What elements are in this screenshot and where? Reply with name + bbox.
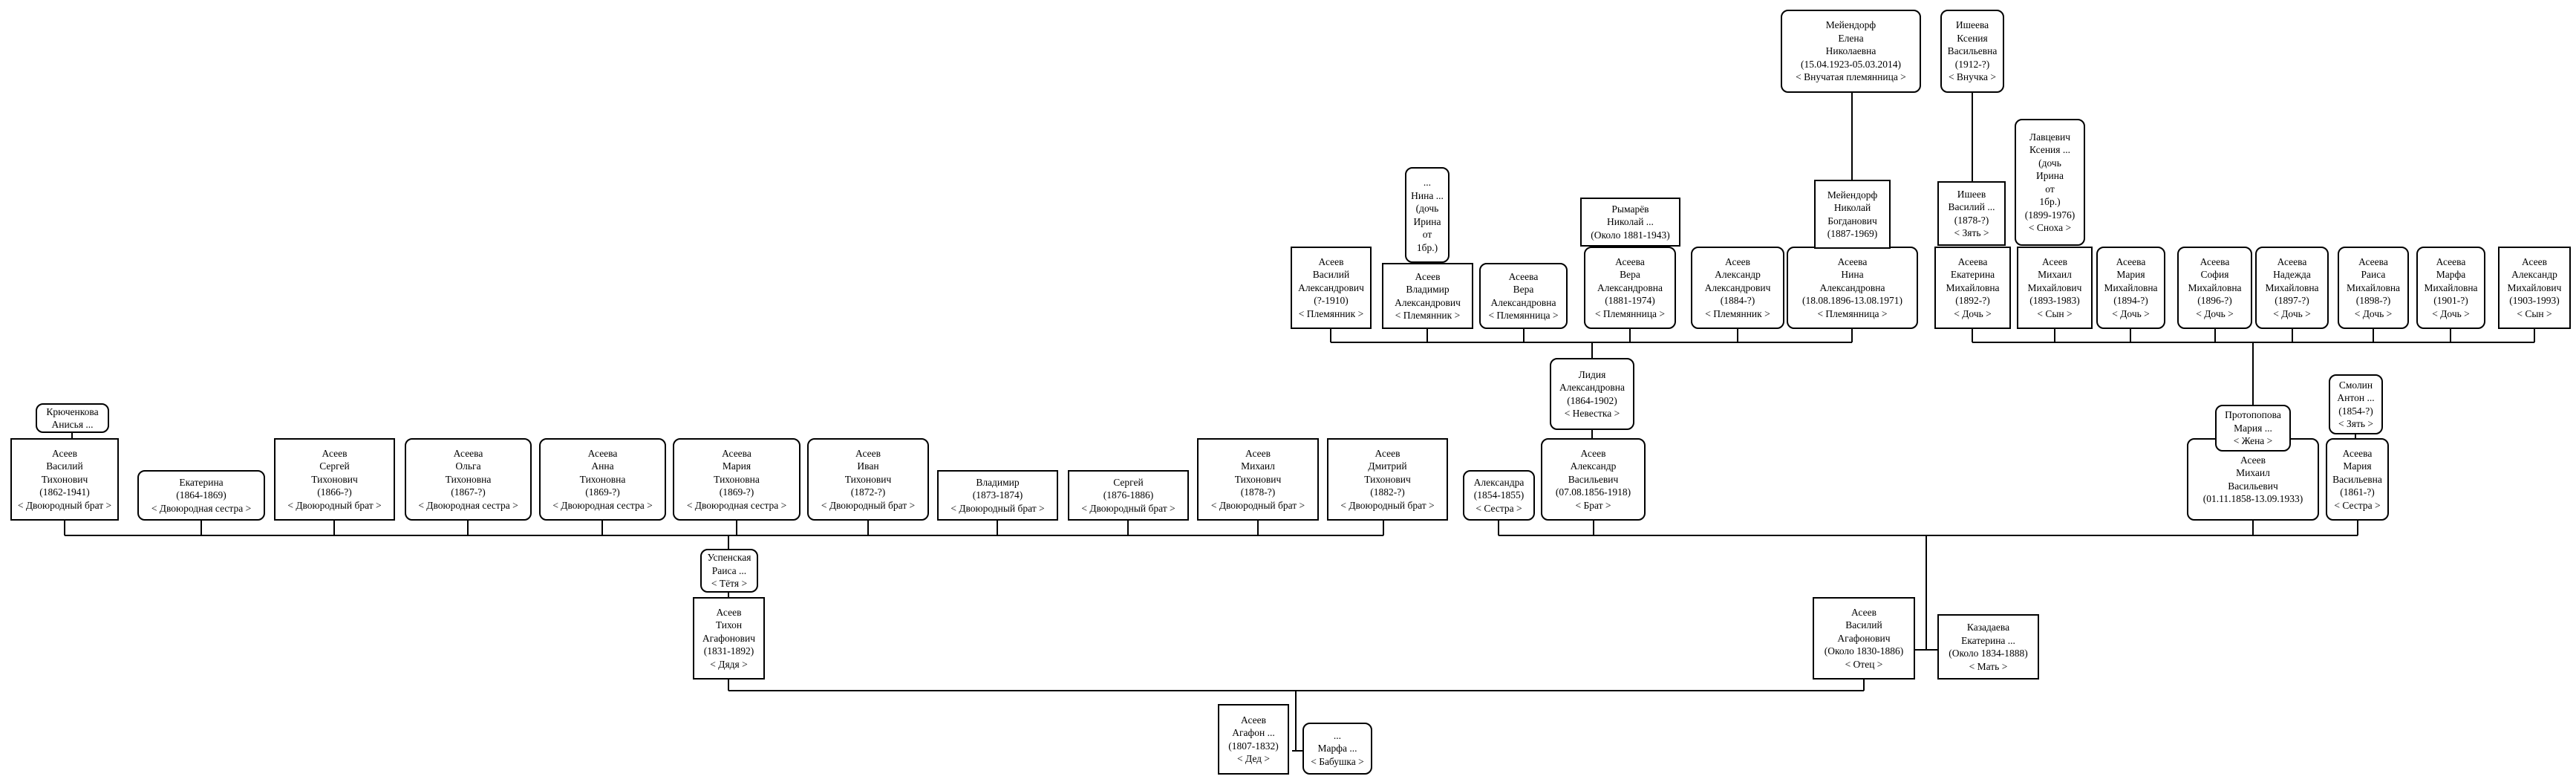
person-card-text: Сергей (1876-1886) < Двоюродный брат >	[1081, 476, 1175, 514]
person-card-protopopova[interactable]: Протопопова Мария ... < Жена >	[2215, 405, 2291, 452]
person-card-text: Асеева Марфа Михайловна (1901-?) < Дочь …	[2424, 255, 2478, 319]
person-card-lidia[interactable]: Лидия Александровна (1864-1902) < Невест…	[1550, 358, 1634, 430]
person-card-text: Смолин Антон ... (1854-?) < Зять >	[2337, 379, 2375, 430]
person-card-text: Владимир (1873-1874) < Двоюродный брат >	[950, 476, 1045, 514]
person-card-raisa-u[interactable]: Успенская Раиса ... < Тётя >	[700, 549, 758, 593]
person-card-ekaterina-m[interactable]: Асеева Екатерина Михайловна (1892-?) < Д…	[1934, 247, 2011, 329]
person-card-text: Асеев Александр Михайлович (1903-1993) <…	[2507, 255, 2562, 319]
person-card-rymarev[interactable]: Рымарёв Николай ... (Около 1881-1943)	[1580, 198, 1680, 247]
person-card-text: Асеева Ольга Тихоновна (1867-?) < Двоюро…	[418, 447, 518, 511]
person-card-aleksandra-v[interactable]: Александра (1854-1855) < Сестра >	[1463, 470, 1535, 521]
person-card-isheev[interactable]: Ишеев Василий ... (1878-?) < Зять >	[1937, 181, 2006, 246]
person-card-text: Асеева София Михайловна (1896-?) < Дочь …	[2188, 255, 2242, 319]
person-card-vasily-t[interactable]: Асеев Василий Тихонович (1862-1941) < Дв…	[10, 438, 119, 521]
person-card-mikhail-t[interactable]: Асеев Михаил Тихонович (1878-?) < Двоюро…	[1197, 438, 1319, 521]
person-card-text: ... Марфа ... < Бабушка >	[1311, 729, 1364, 767]
person-card-maria-t[interactable]: Асеева Мария Тихоновна (1869-?) < Двоюро…	[673, 438, 800, 521]
person-card-text: Асеев Сергей Тихонович (1866-?) < Двоюро…	[287, 447, 382, 511]
person-card-text: Асеев Иван Тихонович (1872-?) < Двоюродн…	[821, 447, 916, 511]
person-card-text: Асеева Мария Васильевна (1861-?) < Сестр…	[2332, 447, 2382, 511]
person-card-text: Асеева Надежда Михайловна (1897-?) < Доч…	[2265, 255, 2319, 319]
person-card-ivan-t[interactable]: Асеев Иван Тихонович (1872-?) < Двоюродн…	[807, 438, 929, 521]
person-card-text: Крюченкова Анисья ...	[46, 405, 99, 431]
person-card-text: Казадаева Екатерина ... (Около 1834-1888…	[1949, 622, 2028, 672]
person-card-dmitry-t[interactable]: Асеев Дмитрий Тихонович (1882-?) < Двоюр…	[1327, 438, 1448, 521]
person-card-tikhon[interactable]: Асеев Тихон Агафонович (1831-1892) < Дяд…	[693, 597, 765, 680]
person-card-maria-v[interactable]: Асеева Мария Васильевна (1861-?) < Сестр…	[2326, 438, 2389, 521]
person-card-text: Асеев Александр Александрович (1884-?) <…	[1704, 255, 1771, 319]
person-card-text: Асеев Михаил Тихонович (1878-?) < Двоюро…	[1210, 447, 1305, 511]
person-card-meyendorf-n[interactable]: Мейендорф Николай Богданович (1887-1969)	[1814, 180, 1891, 249]
person-card-text: Мейендорф Елена Николаевна (15.04.1923-0…	[1796, 19, 1906, 83]
person-card-text: Успенская Раиса ... < Тётя >	[707, 552, 751, 590]
person-card-text: Асеев Тихон Агафонович (1831-1892) < Дяд…	[702, 606, 756, 670]
person-card-vera-a1[interactable]: Асеева Вера Александровна < Племянница >	[1479, 263, 1568, 329]
person-card-text: Ишеев Василий ... (1878-?) < Зять >	[1948, 188, 1995, 239]
person-card-text: Асеев Василий Агафонович (Около 1830-188…	[1824, 606, 1904, 670]
person-card-meyendorf-e[interactable]: Мейендорф Елена Николаевна (15.04.1923-0…	[1781, 10, 1921, 93]
person-card-raisa-m[interactable]: Асеева Раиса Михайловна (1898-?) < Дочь …	[2338, 247, 2409, 329]
person-card-vasily-a[interactable]: Асеев Василий Александрович (?-1910) < П…	[1291, 247, 1372, 329]
person-card-text: Асеева Вера Александровна < Племянница >	[1488, 270, 1559, 322]
person-card-text: Мейендорф Николай Богданович (1887-1969)	[1827, 189, 1878, 240]
person-card-vladimir-t[interactable]: Владимир (1873-1874) < Двоюродный брат >	[937, 470, 1058, 521]
person-card-text: Протопопова Мария ... < Жена >	[2225, 409, 2281, 447]
person-card-text: Асеев Владимир Александрович < Племянник…	[1395, 270, 1461, 322]
person-card-marfa-m[interactable]: Асеева Марфа Михайловна (1901-?) < Дочь …	[2416, 247, 2485, 329]
person-card-text: Асеев Василий Александрович (?-1910) < П…	[1298, 255, 1364, 319]
person-card-text: Асеева Вера Александровна (1881-1974) < …	[1594, 255, 1666, 319]
person-card-text: Асеева Екатерина Михайловна (1892-?) < Д…	[1946, 255, 2000, 319]
person-card-sergey2-t[interactable]: Сергей (1876-1886) < Двоюродный брат >	[1068, 470, 1189, 521]
person-card-text: Асеев Дмитрий Тихонович (1882-?) < Двоюр…	[1340, 447, 1435, 511]
person-card-nina-a[interactable]: Асеева Нина Александровна (18.08.1896-13…	[1787, 247, 1918, 329]
person-card-text: Рымарёв Николай ... (Около 1881-1943)	[1591, 203, 1670, 241]
person-card-smolin[interactable]: Смолин Антон ... (1854-?) < Зять >	[2329, 374, 2383, 434]
person-card-text: Асеева Мария Тихоновна (1869-?) < Двоюро…	[686, 447, 787, 511]
person-card-text: Асеева Анна Тихоновна (1869-?) < Двоюрод…	[552, 447, 653, 511]
person-card-ekaterina-t[interactable]: Екатерина (1864-1869) < Двоюродная сестр…	[137, 470, 265, 521]
person-card-aleksandr-a[interactable]: Асеев Александр Александрович (1884-?) <…	[1691, 247, 1784, 329]
person-card-vladimir-a[interactable]: Асеев Владимир Александрович < Племянник…	[1382, 263, 1473, 329]
person-card-nadezhda-m[interactable]: Асеева Надежда Михайловна (1897-?) < Доч…	[2255, 247, 2329, 329]
person-card-text: Екатерина (1864-1869) < Двоюродная сестр…	[151, 476, 252, 514]
person-card-isheeva[interactable]: Ишеева Ксения Васильевна (1912-?) < Внуч…	[1940, 10, 2004, 93]
person-card-olga-t[interactable]: Асеева Ольга Тихоновна (1867-?) < Двоюро…	[405, 438, 532, 521]
person-card-lavtsevich[interactable]: Лавцевич Ксения ... (дочь Ирина от 1бр.)…	[2015, 119, 2085, 246]
person-card-aleksandr-m[interactable]: Асеев Александр Михайлович (1903-1993) <…	[2498, 247, 2571, 329]
person-card-text: Асеев Михаил Васильевич (01.11.1858-13.0…	[2202, 454, 2303, 505]
person-card-mikhail-v[interactable]: Асеев Михаил Васильевич (01.11.1858-13.0…	[2187, 438, 2319, 521]
person-card-kazadaeva[interactable]: Казадаева Екатерина ... (Около 1834-1888…	[1937, 614, 2039, 680]
person-card-vasily-father[interactable]: Асеев Василий Агафонович (Около 1830-188…	[1813, 597, 1915, 680]
person-card-text: Лавцевич Ксения ... (дочь Ирина от 1бр.)…	[2024, 131, 2076, 234]
person-card-mikhail-m[interactable]: Асеев Михаил Михайлович (1893-1983) < Сы…	[2017, 247, 2093, 329]
person-card-vera-a2[interactable]: Асеева Вера Александровна (1881-1974) < …	[1584, 247, 1676, 329]
person-card-text: Асеева Раиса Михайловна (1898-?) < Дочь …	[2346, 255, 2401, 319]
person-card-text: Асеев Агафон ... (1807-1832) < Дед >	[1228, 714, 1279, 765]
person-card-text: Асеева Мария Михайловна (1894-?) < Дочь …	[2104, 255, 2158, 319]
person-card-text: Асеева Нина Александровна (18.08.1896-13…	[1802, 255, 1902, 319]
person-card-text: Александра (1854-1855) < Сестра >	[1473, 476, 1525, 514]
person-card-text: Ишеева Ксения Васильевна (1912-?) < Внуч…	[1947, 19, 1998, 83]
person-card-sofia-m[interactable]: Асеева София Михайловна (1896-?) < Дочь …	[2177, 247, 2252, 329]
person-card-krichenkova[interactable]: Крюченкова Анисья ...	[36, 403, 109, 433]
person-card-maria-m[interactable]: Асеева Мария Михайловна (1894-?) < Дочь …	[2096, 247, 2165, 329]
person-card-text: Асеев Михаил Михайлович (1893-1983) < Сы…	[2027, 255, 2082, 319]
person-card-text: Лидия Александровна (1864-1902) < Невест…	[1559, 368, 1626, 420]
person-card-text: ... Нина ... (дочь Ирина от 1бр.)	[1411, 177, 1444, 253]
person-card-marfa[interactable]: ... Марфа ... < Бабушка >	[1302, 723, 1372, 775]
person-card-agafon[interactable]: Асеев Агафон ... (1807-1832) < Дед >	[1218, 704, 1289, 775]
person-card-text: Асеев Василий Тихонович (1862-1941) < Дв…	[17, 447, 112, 511]
person-card-sergey-t[interactable]: Асеев Сергей Тихонович (1866-?) < Двоюро…	[274, 438, 395, 521]
person-card-anna-t[interactable]: Асеева Анна Тихоновна (1869-?) < Двоюрод…	[539, 438, 666, 521]
person-card-text: Асеев Александр Васильевич (07.08.1856-1…	[1555, 447, 1631, 511]
person-card-aleksandr-v[interactable]: Асеев Александр Васильевич (07.08.1856-1…	[1541, 438, 1646, 521]
person-card-nina-wife[interactable]: ... Нина ... (дочь Ирина от 1бр.)	[1405, 167, 1450, 263]
